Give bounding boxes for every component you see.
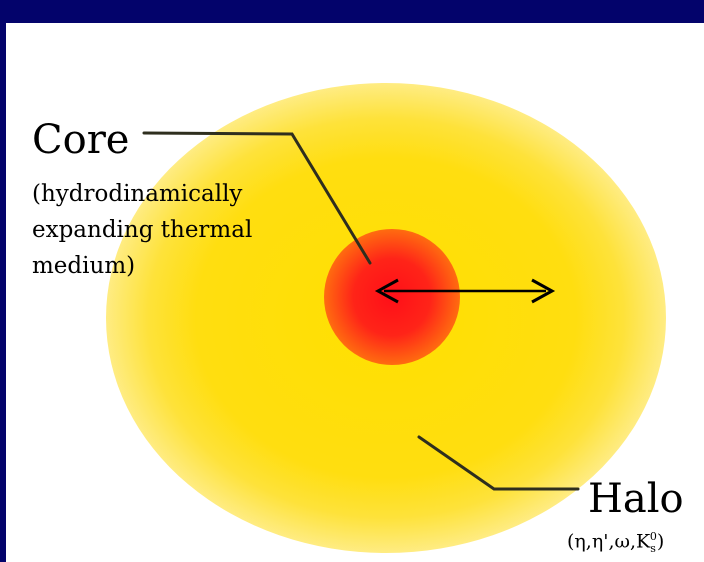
halo-particles: (η,η',ω,Ks0)	[567, 525, 664, 561]
core-description-line: (hydrodinamically	[32, 181, 243, 207]
halo-particles-text: (η,η',ω,K	[567, 530, 651, 553]
halo-particles-close: )	[656, 530, 665, 553]
halo-pointer-line	[417, 435, 580, 491]
core-description-line: medium)	[32, 253, 136, 279]
kaon-superscript: 0	[649, 530, 657, 543]
radius-double-arrow	[374, 278, 556, 304]
core-pointer-line	[142, 131, 372, 265]
halo-label: Halo	[588, 476, 684, 522]
kaon-subscript: s	[650, 542, 656, 556]
core-label: Core	[32, 117, 130, 163]
core-description: (hydrodinamically expanding thermal medi…	[32, 176, 252, 284]
core-description-line: expanding thermal	[32, 217, 253, 243]
annotation-overlay	[142, 131, 580, 491]
diagram-panel: Core (hydrodinamically expanding thermal…	[6, 23, 704, 562]
